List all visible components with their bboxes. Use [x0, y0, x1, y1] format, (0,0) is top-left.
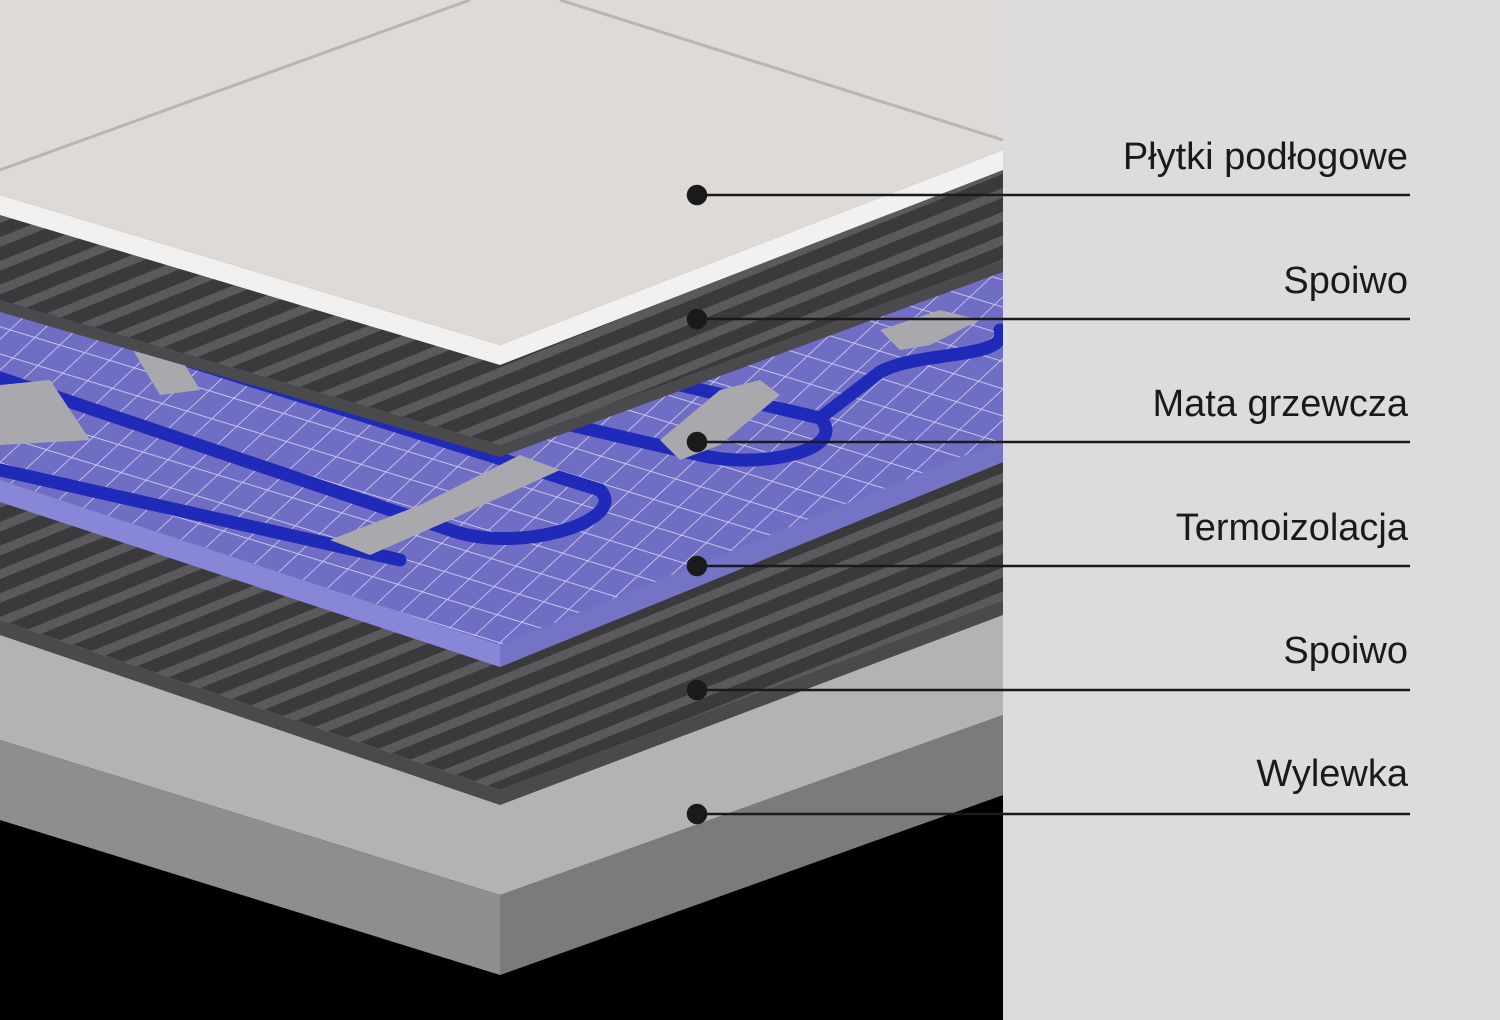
tile-layer [0, 0, 1004, 365]
label-screed: Wylewka [1256, 753, 1408, 795]
leader-lines [686, 184, 1410, 825]
label-adhesive-lower: Spoiwo [1283, 630, 1408, 672]
label-insulation: Termoizolacja [1175, 507, 1408, 549]
label-tiles: Płytki podłogowe [1122, 136, 1408, 178]
label-panel [1003, 0, 1500, 1020]
label-heating-mat: Mata grzewcza [1152, 383, 1408, 425]
label-adhesive-upper: Spoiwo [1283, 260, 1408, 302]
